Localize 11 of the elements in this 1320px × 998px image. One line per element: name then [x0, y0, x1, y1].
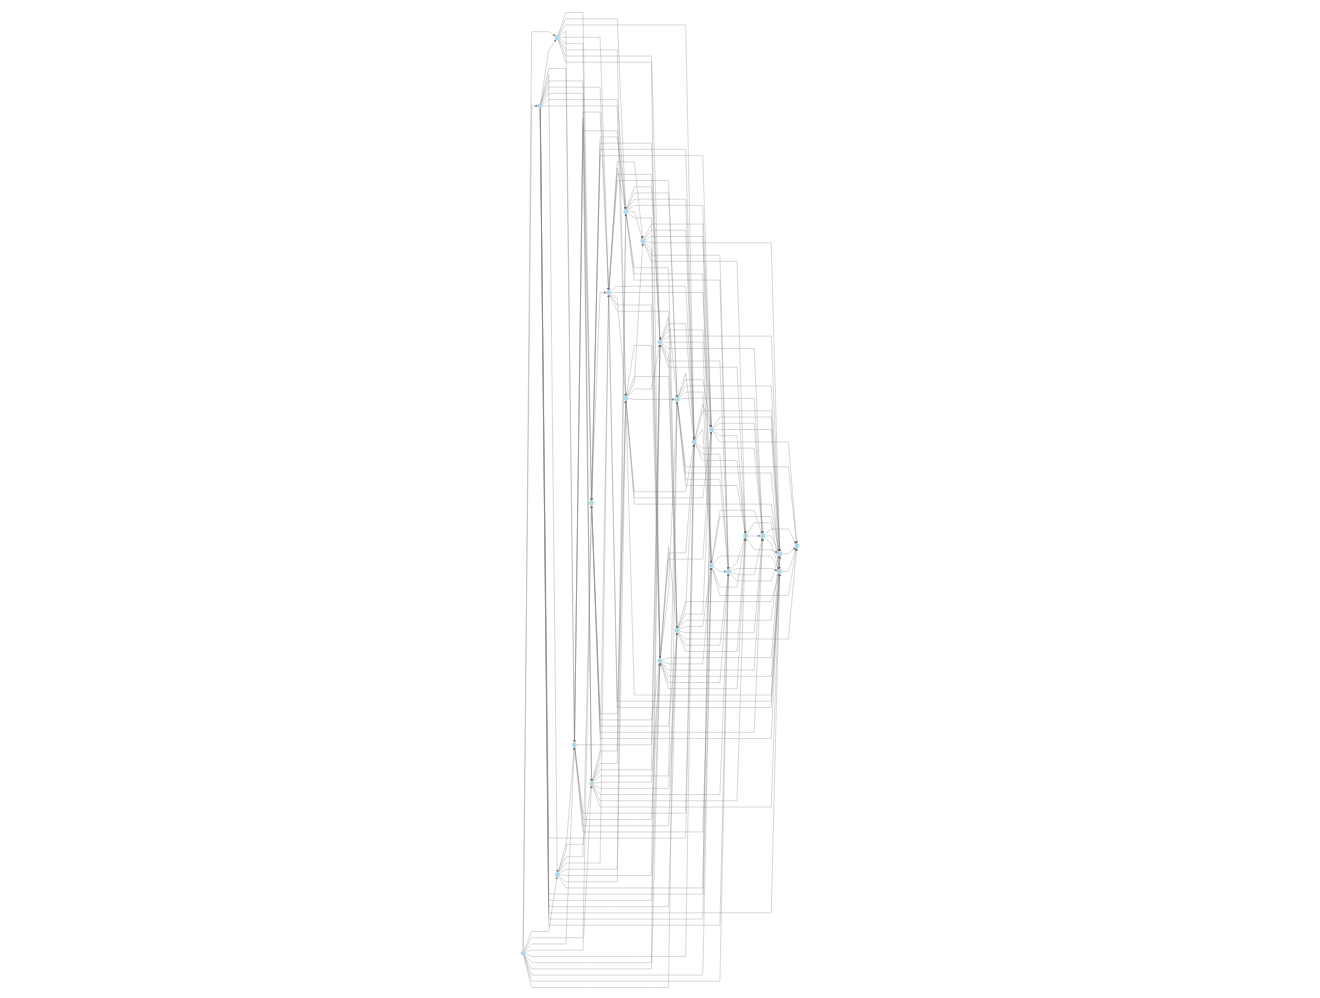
node-circle — [554, 871, 560, 877]
node-circle — [537, 102, 543, 108]
node-circle — [589, 780, 595, 786]
node-circle — [554, 33, 560, 39]
node-circle — [794, 542, 800, 548]
node-circle — [640, 237, 646, 243]
node-circle — [571, 741, 577, 747]
node-circle — [623, 208, 629, 214]
node-circle — [589, 499, 595, 505]
node-circle — [606, 289, 612, 295]
node-circle — [520, 949, 526, 955]
